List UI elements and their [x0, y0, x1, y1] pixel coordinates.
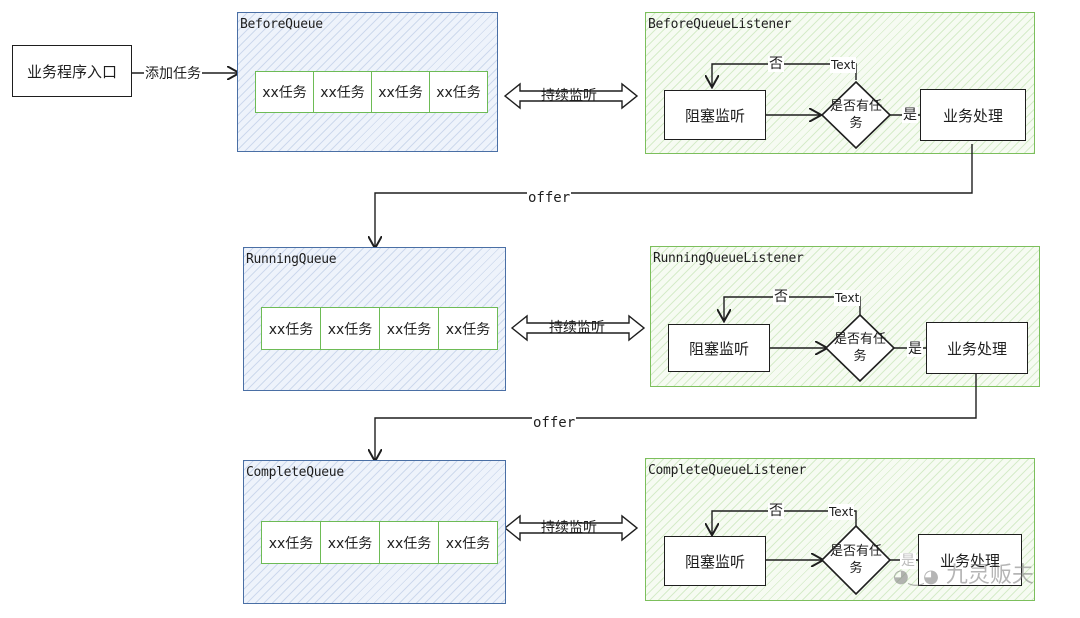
- yes-label: 是: [900, 553, 916, 569]
- monitor-label-3: 持续监听: [541, 520, 597, 536]
- queue-title: CompleteQueue: [246, 465, 344, 480]
- monitor-label-2: 持续监听: [549, 320, 605, 336]
- task-item: xx任务: [261, 521, 321, 564]
- text-label: Text: [828, 504, 855, 520]
- yes-label: 是: [907, 341, 923, 357]
- no-label: 否: [773, 289, 789, 305]
- blocking-listen-box: 阻塞监听: [664, 90, 766, 140]
- running-queue: RunningQueue xx任务 xx任务 xx任务 xx任务: [243, 247, 506, 391]
- decision-label: 是否有任务: [829, 99, 882, 131]
- add-task-label: 添加任务: [144, 66, 202, 82]
- offer-label-1: offer: [527, 190, 572, 206]
- task-item: xx任务: [429, 71, 488, 113]
- offer-arrow-2: [375, 373, 977, 460]
- before-queue: BeforeQueue xx任务 xx任务 xx任务 xx任务: [237, 12, 498, 152]
- watermark: ◕‿◕ 九灵贩夫: [893, 563, 1034, 588]
- task-item: xx任务: [438, 307, 498, 350]
- task-item: xx任务: [320, 307, 380, 350]
- blocking-listen-box: 阻塞监听: [668, 324, 770, 372]
- offer-arrow-1: [375, 144, 973, 247]
- monitor-label-1: 持续监听: [541, 88, 597, 104]
- complete-queue: CompleteQueue xx任务 xx任务 xx任务 xx任务: [243, 460, 506, 604]
- decision-label: 是否有任务: [829, 544, 882, 576]
- listener-2-flow: [724, 296, 926, 383]
- text-label: Text: [834, 290, 861, 306]
- monitor-arrow-3: [503, 514, 639, 542]
- monitor-arrow-2: [510, 314, 646, 342]
- task-item: xx任务: [438, 521, 498, 564]
- business-process-box: 业务处理: [918, 534, 1022, 586]
- queue-title: RunningQueue: [246, 252, 337, 267]
- entry-box: 业务程序入口: [12, 45, 132, 97]
- task-item: xx任务: [261, 307, 321, 350]
- task-item: xx任务: [313, 71, 372, 113]
- task-item: xx任务: [379, 521, 439, 564]
- wechat-icon: ◕‿◕: [893, 566, 939, 587]
- monitor-arrow-1: [503, 82, 639, 110]
- no-label: 否: [768, 503, 784, 519]
- blocking-listen-box: 阻塞监听: [664, 536, 766, 586]
- task-item: xx任务: [255, 71, 314, 113]
- task-item: xx任务: [371, 71, 430, 113]
- business-process-box: 业务处理: [926, 322, 1028, 374]
- decision-label: 是否有任务: [833, 332, 886, 364]
- text-label: Text: [830, 57, 857, 73]
- business-process-box: 业务处理: [920, 89, 1026, 141]
- yes-label: 是: [902, 107, 918, 123]
- offer-label-2: offer: [532, 415, 577, 431]
- entry-label: 业务程序入口: [26, 62, 117, 81]
- no-label: 否: [768, 56, 784, 72]
- task-item: xx任务: [320, 521, 380, 564]
- queue-title: BeforeQueue: [240, 17, 323, 32]
- task-item: xx任务: [379, 307, 439, 350]
